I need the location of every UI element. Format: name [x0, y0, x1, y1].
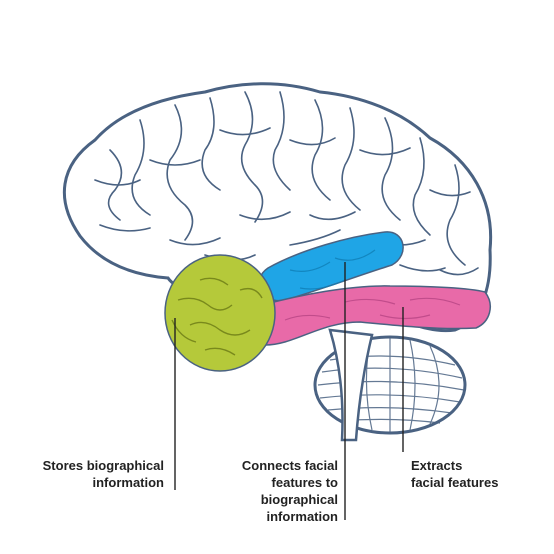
- label-stores-biographical-information: Stores biographical information: [42, 458, 164, 490]
- pointer-lines: [174, 262, 404, 520]
- brain-stem: [328, 328, 374, 442]
- label-connects-facial-features: Connects facial features to biographical…: [241, 458, 338, 524]
- cerebrum: [62, 82, 493, 333]
- label-extracts-facial-features: Extracts facial features: [411, 458, 499, 490]
- green-region: [164, 254, 276, 372]
